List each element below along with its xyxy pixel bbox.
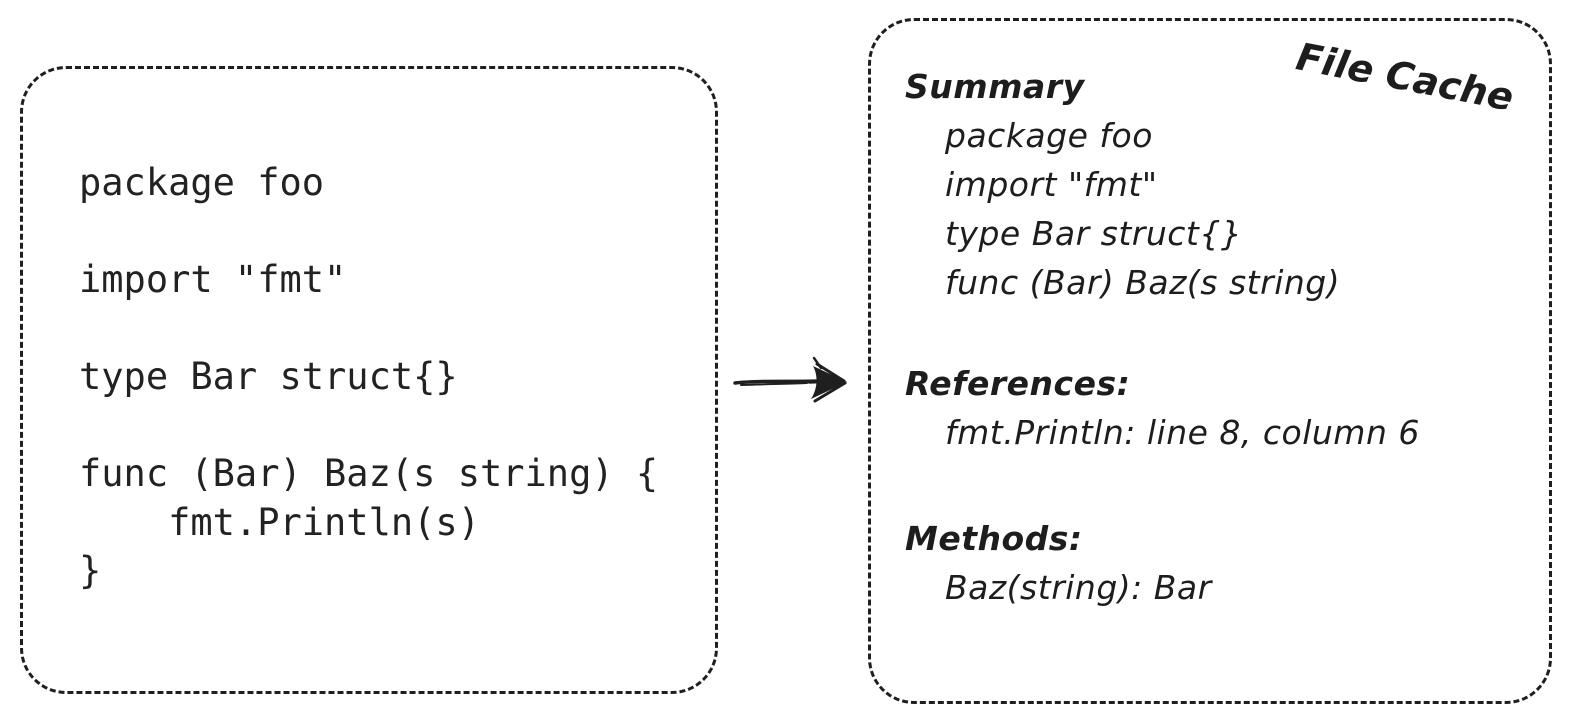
summary-line: import "fmt" [945,165,1158,204]
file-cache-content: Summary package foo import "fmt" type Ba… [905,62,1529,612]
references-heading: References: [905,364,1131,403]
summary-heading: Summary [905,67,1085,106]
summary-line: type Bar struct{} [945,214,1243,253]
reference-line: fmt.Println: line 8, column 6 [945,413,1420,452]
file-cache-panel: File Cache Summary package foo import "f… [868,18,1552,704]
go-source-code: package foo import "fmt" type Bar struct… [79,161,659,592]
method-line: Baz(string): Bar [945,568,1212,607]
methods-heading: Methods: [905,519,1083,558]
transform-arrow [731,354,853,412]
source-code-panel: package foo import "fmt" type Bar struct… [20,66,718,694]
summary-line: func (Bar) Baz(s string) [945,263,1341,302]
summary-line: package foo [945,116,1153,155]
arrow-right-icon [733,356,847,403]
